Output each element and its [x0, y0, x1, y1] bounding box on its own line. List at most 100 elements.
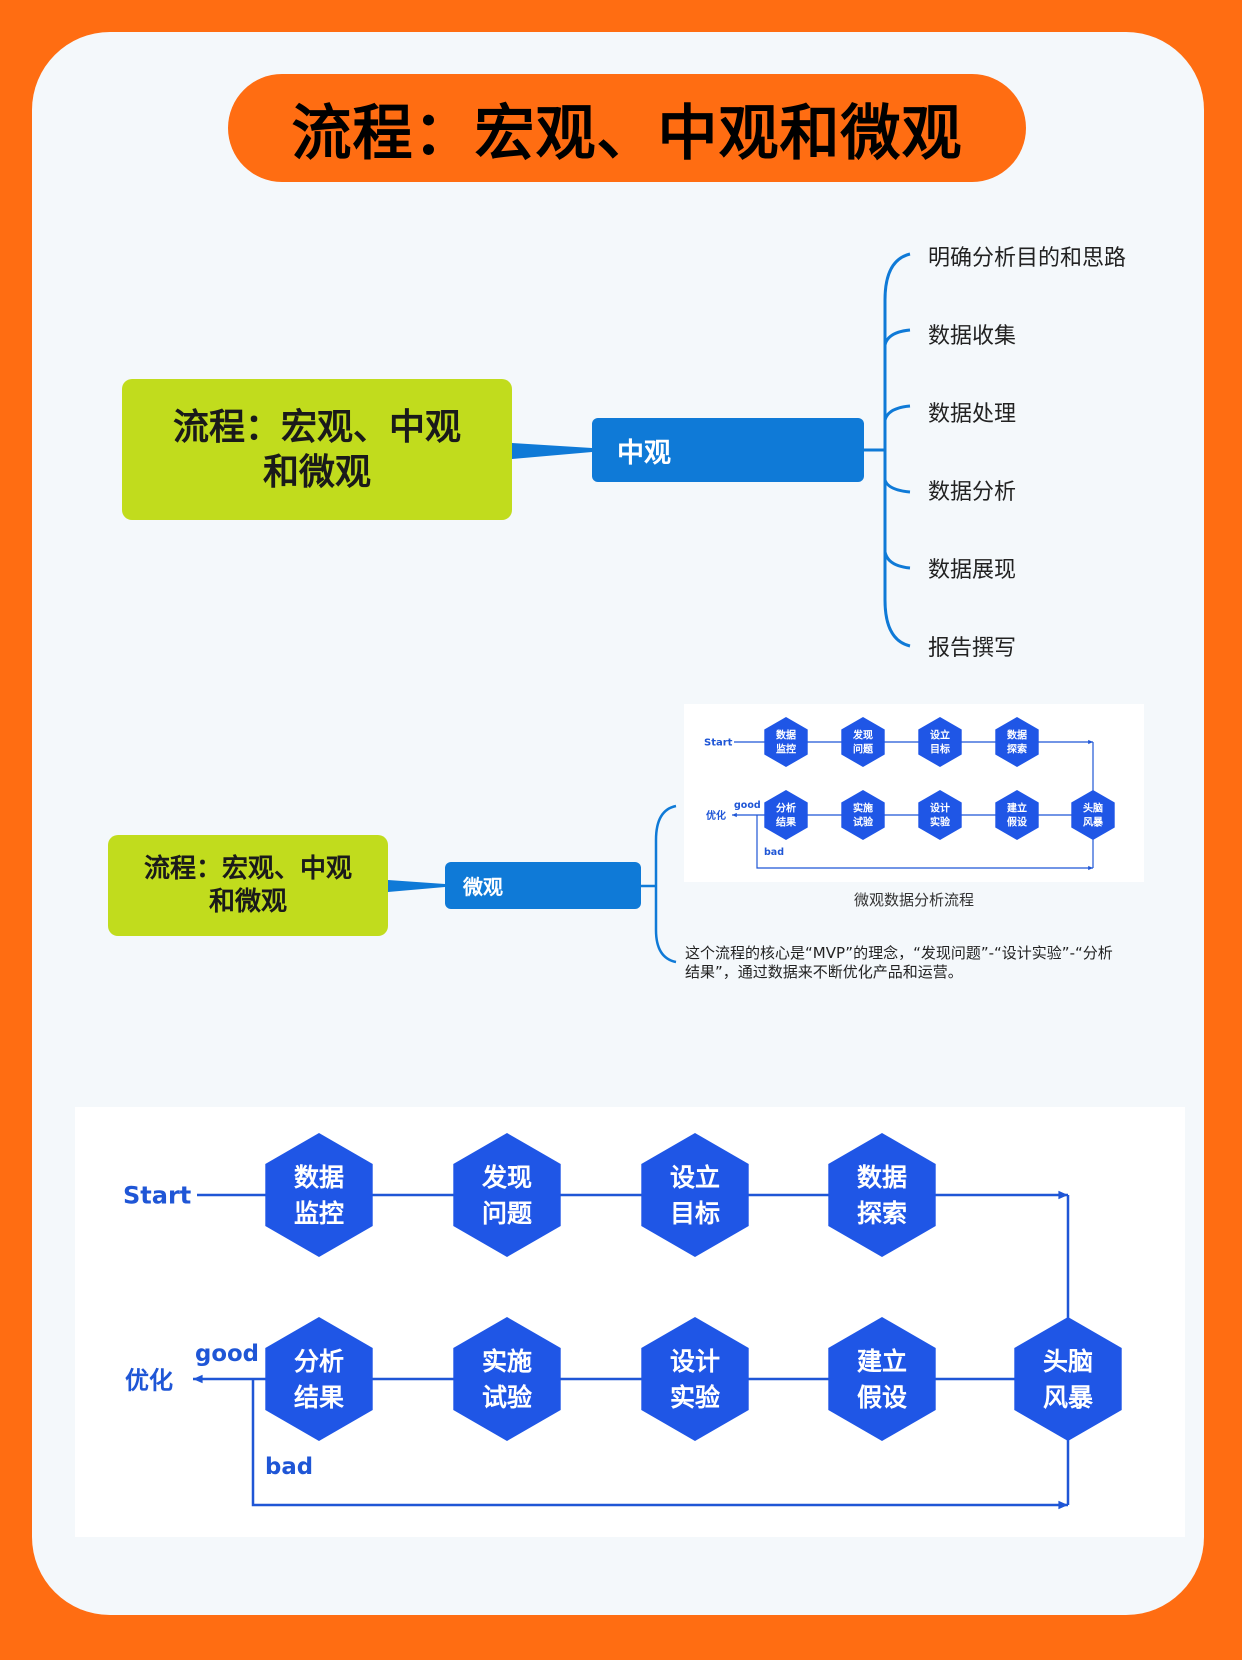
hex-label: 监控: [294, 1199, 344, 1228]
hex-label: 设计: [930, 802, 950, 815]
root-label-line2: 和微观: [262, 451, 371, 493]
hex-label: 试验: [853, 816, 874, 829]
bad-label: bad: [764, 847, 784, 858]
root-connector-mid: [512, 443, 592, 459]
arrow-left-optimize: [732, 812, 737, 818]
arrow-left-optimize: [193, 1374, 203, 1384]
node-mid-label: 中观: [617, 437, 671, 469]
bad-label: bad: [265, 1454, 313, 1480]
good-label: good: [195, 1341, 259, 1367]
flow-line-bad-loop: [756, 815, 1093, 869]
small-flow-caption: 微观数据分析流程: [853, 891, 974, 909]
leaf-ticks: [883, 328, 911, 570]
hex-label: 试验: [482, 1383, 532, 1412]
arrow-right-bad: [1088, 865, 1093, 871]
big-flow-diagram: 数据监控 发现问题 设立目标 数据探索分析结果 实施试验 设计实验 建立假设 头脑风暴 Star…: [75, 1107, 1185, 1537]
arrow-right-top: [1058, 1190, 1068, 1200]
micro-bracket: [654, 804, 677, 964]
hex-label: 实施: [853, 802, 873, 815]
page-title: 流程：宏观、中观和微观: [291, 98, 963, 169]
hex-label: 监控: [776, 743, 796, 756]
root-connector-micro: [388, 880, 445, 892]
leaf-item: 数据处理: [928, 402, 1017, 427]
small-flow-svg: 数据监控发现问题设立目标数据探索分析结果实施试验设计实验建立假设头脑风暴Star…: [704, 717, 1115, 871]
hex-label: 发现: [852, 729, 873, 742]
flow-line-bad-loop: [251, 1379, 1068, 1507]
hex-label: 数据: [857, 1163, 907, 1192]
hex-label: 结果: [776, 816, 797, 829]
leaf-bracket: [883, 252, 911, 648]
hex-label: 目标: [670, 1199, 720, 1228]
hex-label: 假设: [1007, 816, 1027, 829]
hex-bottom-step: [641, 1317, 749, 1441]
hex-label: 风暴: [1083, 816, 1104, 829]
hex-bottom-step: [1014, 1317, 1122, 1441]
hex-label: 问题: [853, 743, 874, 756]
hex-top-step: [841, 717, 885, 767]
hex-top-step: [641, 1133, 749, 1257]
hex-label: 结果: [294, 1383, 344, 1412]
hex-bottom-step: [828, 1317, 936, 1441]
node-micro-label: 微观: [463, 875, 503, 899]
start-label: Start: [123, 1181, 191, 1209]
hex-top-step: [918, 717, 962, 767]
hex-label: 头脑: [1043, 1347, 1093, 1376]
mindmap-root-micro: 流程：宏观、中观 和微观: [108, 835, 388, 936]
hex-label: 建立: [1006, 802, 1027, 815]
hex-bottom-step: [1071, 790, 1115, 840]
hex-top-step: [265, 1133, 373, 1257]
hex-label: 实验: [670, 1383, 720, 1412]
hex-label: 实施: [482, 1347, 532, 1376]
leaf-item: 数据收集: [928, 324, 1017, 349]
hex-label: 分析: [294, 1347, 344, 1376]
micro-description: 这个流程的核心是“MVP”的理念，“发现问题”-“设计实验”-“分析结果”，通过…: [685, 944, 1113, 981]
leaf-item: 明确分析目的和思路: [928, 246, 1127, 271]
hex-label: 数据: [776, 729, 796, 742]
hex-label: 假设: [857, 1383, 907, 1412]
hex-label: 探索: [1007, 743, 1027, 756]
root-label-line1: 流程：宏观、中观: [172, 406, 461, 448]
hex-bottom-step: [918, 790, 962, 840]
good-label: good: [734, 800, 761, 811]
hex-label: 设立: [930, 729, 950, 742]
arrow-right-top: [1088, 739, 1093, 745]
hex-label: 设立: [670, 1163, 720, 1192]
hex-bottom-step: [453, 1317, 561, 1441]
hex-label: 问题: [482, 1199, 532, 1228]
leaf-item: 报告撰写: [928, 636, 1017, 661]
hex-label: 分析: [776, 802, 796, 815]
hex-label: 设计: [670, 1347, 720, 1376]
hex-top-step: [764, 717, 808, 767]
hex-label: 建立: [857, 1347, 907, 1376]
hex-label: 风暴: [1043, 1383, 1094, 1412]
optimize-label: 优化: [125, 1367, 173, 1395]
hex-label: 头脑: [1083, 802, 1103, 815]
hex-bottom-step: [764, 790, 808, 840]
hex-label: 探索: [857, 1199, 907, 1228]
leaf-item: 数据分析: [928, 480, 1017, 505]
root-label-line1: 流程：宏观、中观: [143, 853, 352, 884]
node-mid: 中观: [592, 418, 864, 482]
mindmap-root-mid: 流程：宏观、中观 和微观: [122, 379, 512, 520]
hex-bottom-step: [841, 790, 885, 840]
optimize-label: 优化: [706, 809, 726, 822]
hex-label: 实验: [930, 816, 951, 829]
start-label: Start: [704, 738, 733, 749]
hex-top-step: [995, 717, 1039, 767]
arrow-right-bad: [1058, 1500, 1068, 1510]
hex-bottom-step: [265, 1317, 373, 1441]
leaf-item: 数据展现: [928, 558, 1017, 583]
hex-bottom-step: [995, 790, 1039, 840]
hex-top-step: [453, 1133, 561, 1257]
root-label-line2: 和微观: [208, 886, 287, 917]
node-micro: 微观: [445, 862, 641, 909]
hex-top-step: [828, 1133, 936, 1257]
hex-label: 数据: [294, 1163, 344, 1192]
hex-label: 数据: [1007, 729, 1027, 742]
title-banner: 流程：宏观、中观和微观: [228, 74, 1026, 182]
hex-label: 发现: [481, 1163, 532, 1192]
hex-label: 目标: [930, 743, 950, 756]
